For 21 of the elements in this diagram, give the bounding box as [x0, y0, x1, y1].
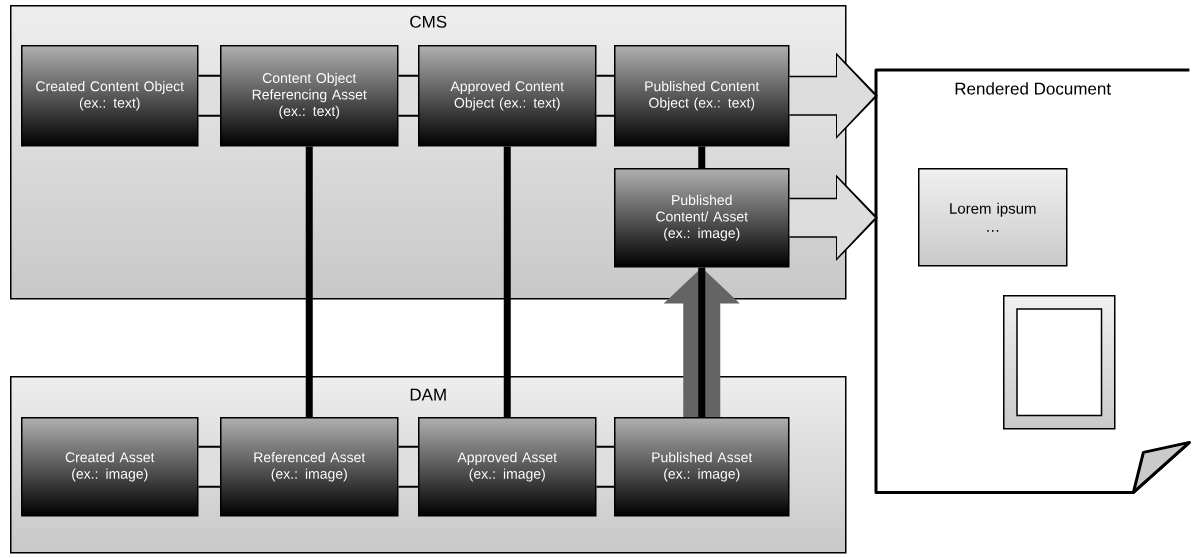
process-box: Published Asset (ex.: image): [614, 417, 790, 517]
double-line: [596, 445, 614, 488]
connector-line: [503, 146, 511, 417]
connector-line: [698, 146, 706, 168]
text-block: Lorem ipsum …: [918, 168, 1068, 267]
double-line: [198, 445, 220, 488]
double-line: [198, 74, 220, 117]
double-line: [398, 445, 418, 488]
process-box: Published Content/ Asset (ex.: image): [614, 168, 790, 268]
node-label: Rendered Document: [955, 82, 1111, 95]
process-box: Published Content Object (ex.: text): [614, 45, 790, 147]
process-box: Content Object Referencing Asset (ex.: text): [220, 45, 399, 147]
double-line: [398, 74, 418, 117]
connector-line: [305, 146, 313, 417]
process-box: Created Content Object (ex.: text): [21, 45, 199, 147]
double-line: [596, 74, 614, 117]
picture-frame: [1003, 295, 1116, 430]
process-box: Approved Content Object (ex.: text): [418, 45, 597, 147]
process-box: Referenced Asset (ex.: image): [220, 417, 399, 517]
process-box: Approved Asset (ex.: image): [418, 417, 597, 517]
process-box: Created Asset (ex.: image): [21, 417, 199, 517]
